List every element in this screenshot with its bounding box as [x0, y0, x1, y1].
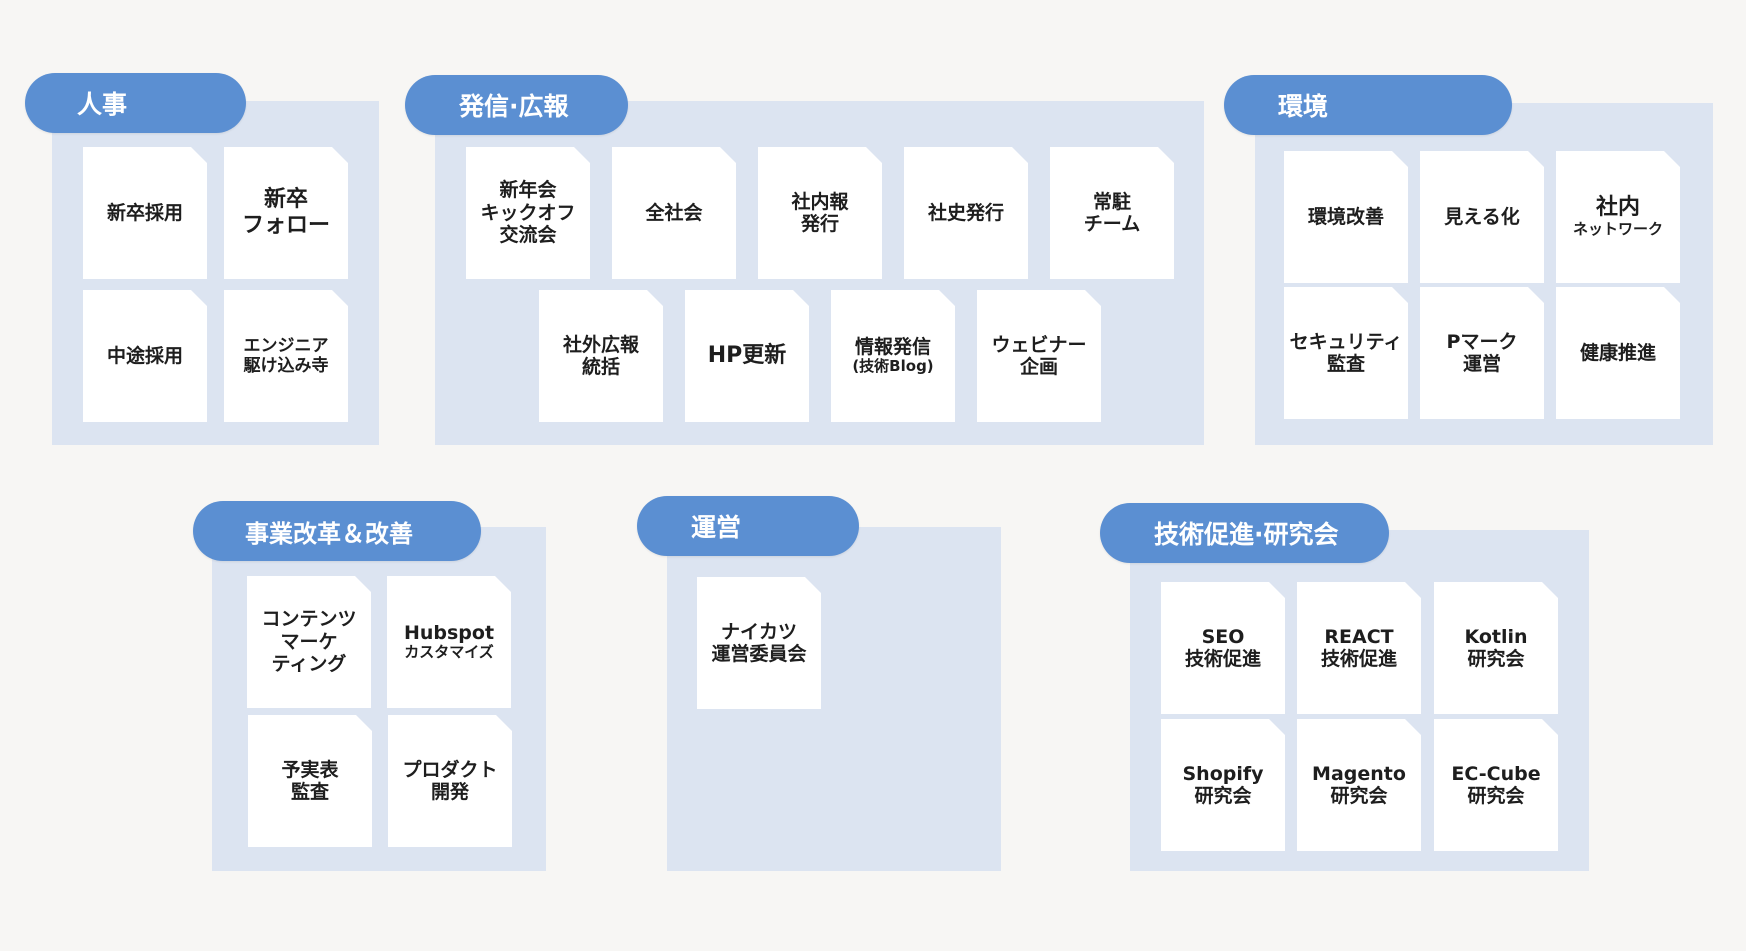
group-unei-title: 運営 [637, 496, 859, 556]
group-hasshin-title: 発信·広報 [405, 75, 628, 135]
group-kankyou-title: 環境 [1224, 75, 1512, 135]
group-gijutsu-title: 技術促進·研究会 [1100, 503, 1389, 563]
note-shanai-network: 社内ネットワーク [1556, 151, 1680, 283]
note-shagai-kouhou: 社外広報統括 [539, 290, 663, 422]
note-kenkou-suishin: 健康推進 [1556, 287, 1680, 419]
note-naikatsu-unei: ナイカツ運営委員会 [697, 577, 821, 709]
note-shanaihou: 社内報発行 [758, 147, 882, 279]
group-jigyou-title: 事業改革＆改善 [193, 501, 481, 561]
note-security-kansa: セキュリティ監査 [1284, 287, 1408, 419]
note-kankyou-kaizen: 環境改善 [1284, 151, 1408, 283]
note-jouchuu-team: 常駐チーム [1050, 147, 1174, 279]
note-jouhou-hasshin: 情報発信(技術Blog) [831, 290, 955, 422]
note-engineer-kakekomidera: エンジニア駆け込み寺 [224, 290, 348, 422]
note-webinar-kikaku: ウェビナー企画 [977, 290, 1101, 422]
note-shinsotsu-saiyou: 新卒採用 [83, 147, 207, 279]
note-shinsotsu-follow: 新卒フォロー [224, 147, 348, 279]
note-mieruka: 見える化 [1420, 151, 1544, 283]
note-shashi-hakkou: 社史発行 [904, 147, 1028, 279]
note-content-marketing: コンテンツマーケティング [247, 576, 371, 708]
note-chuto-saiyou: 中途採用 [83, 290, 207, 422]
note-pmark-unei: Pマーク運営 [1420, 287, 1544, 419]
note-product-kaihatsu: プロダクト開発 [388, 715, 512, 847]
note-zenshakai: 全社会 [612, 147, 736, 279]
note-hp-koushin: HP更新 [685, 290, 809, 422]
note-shinnenkai: 新年会キックオフ交流会 [466, 147, 590, 279]
note-yojitsuhyou-kansa: 予実表監査 [248, 715, 372, 847]
group-jinji-title: 人事 [25, 73, 246, 133]
